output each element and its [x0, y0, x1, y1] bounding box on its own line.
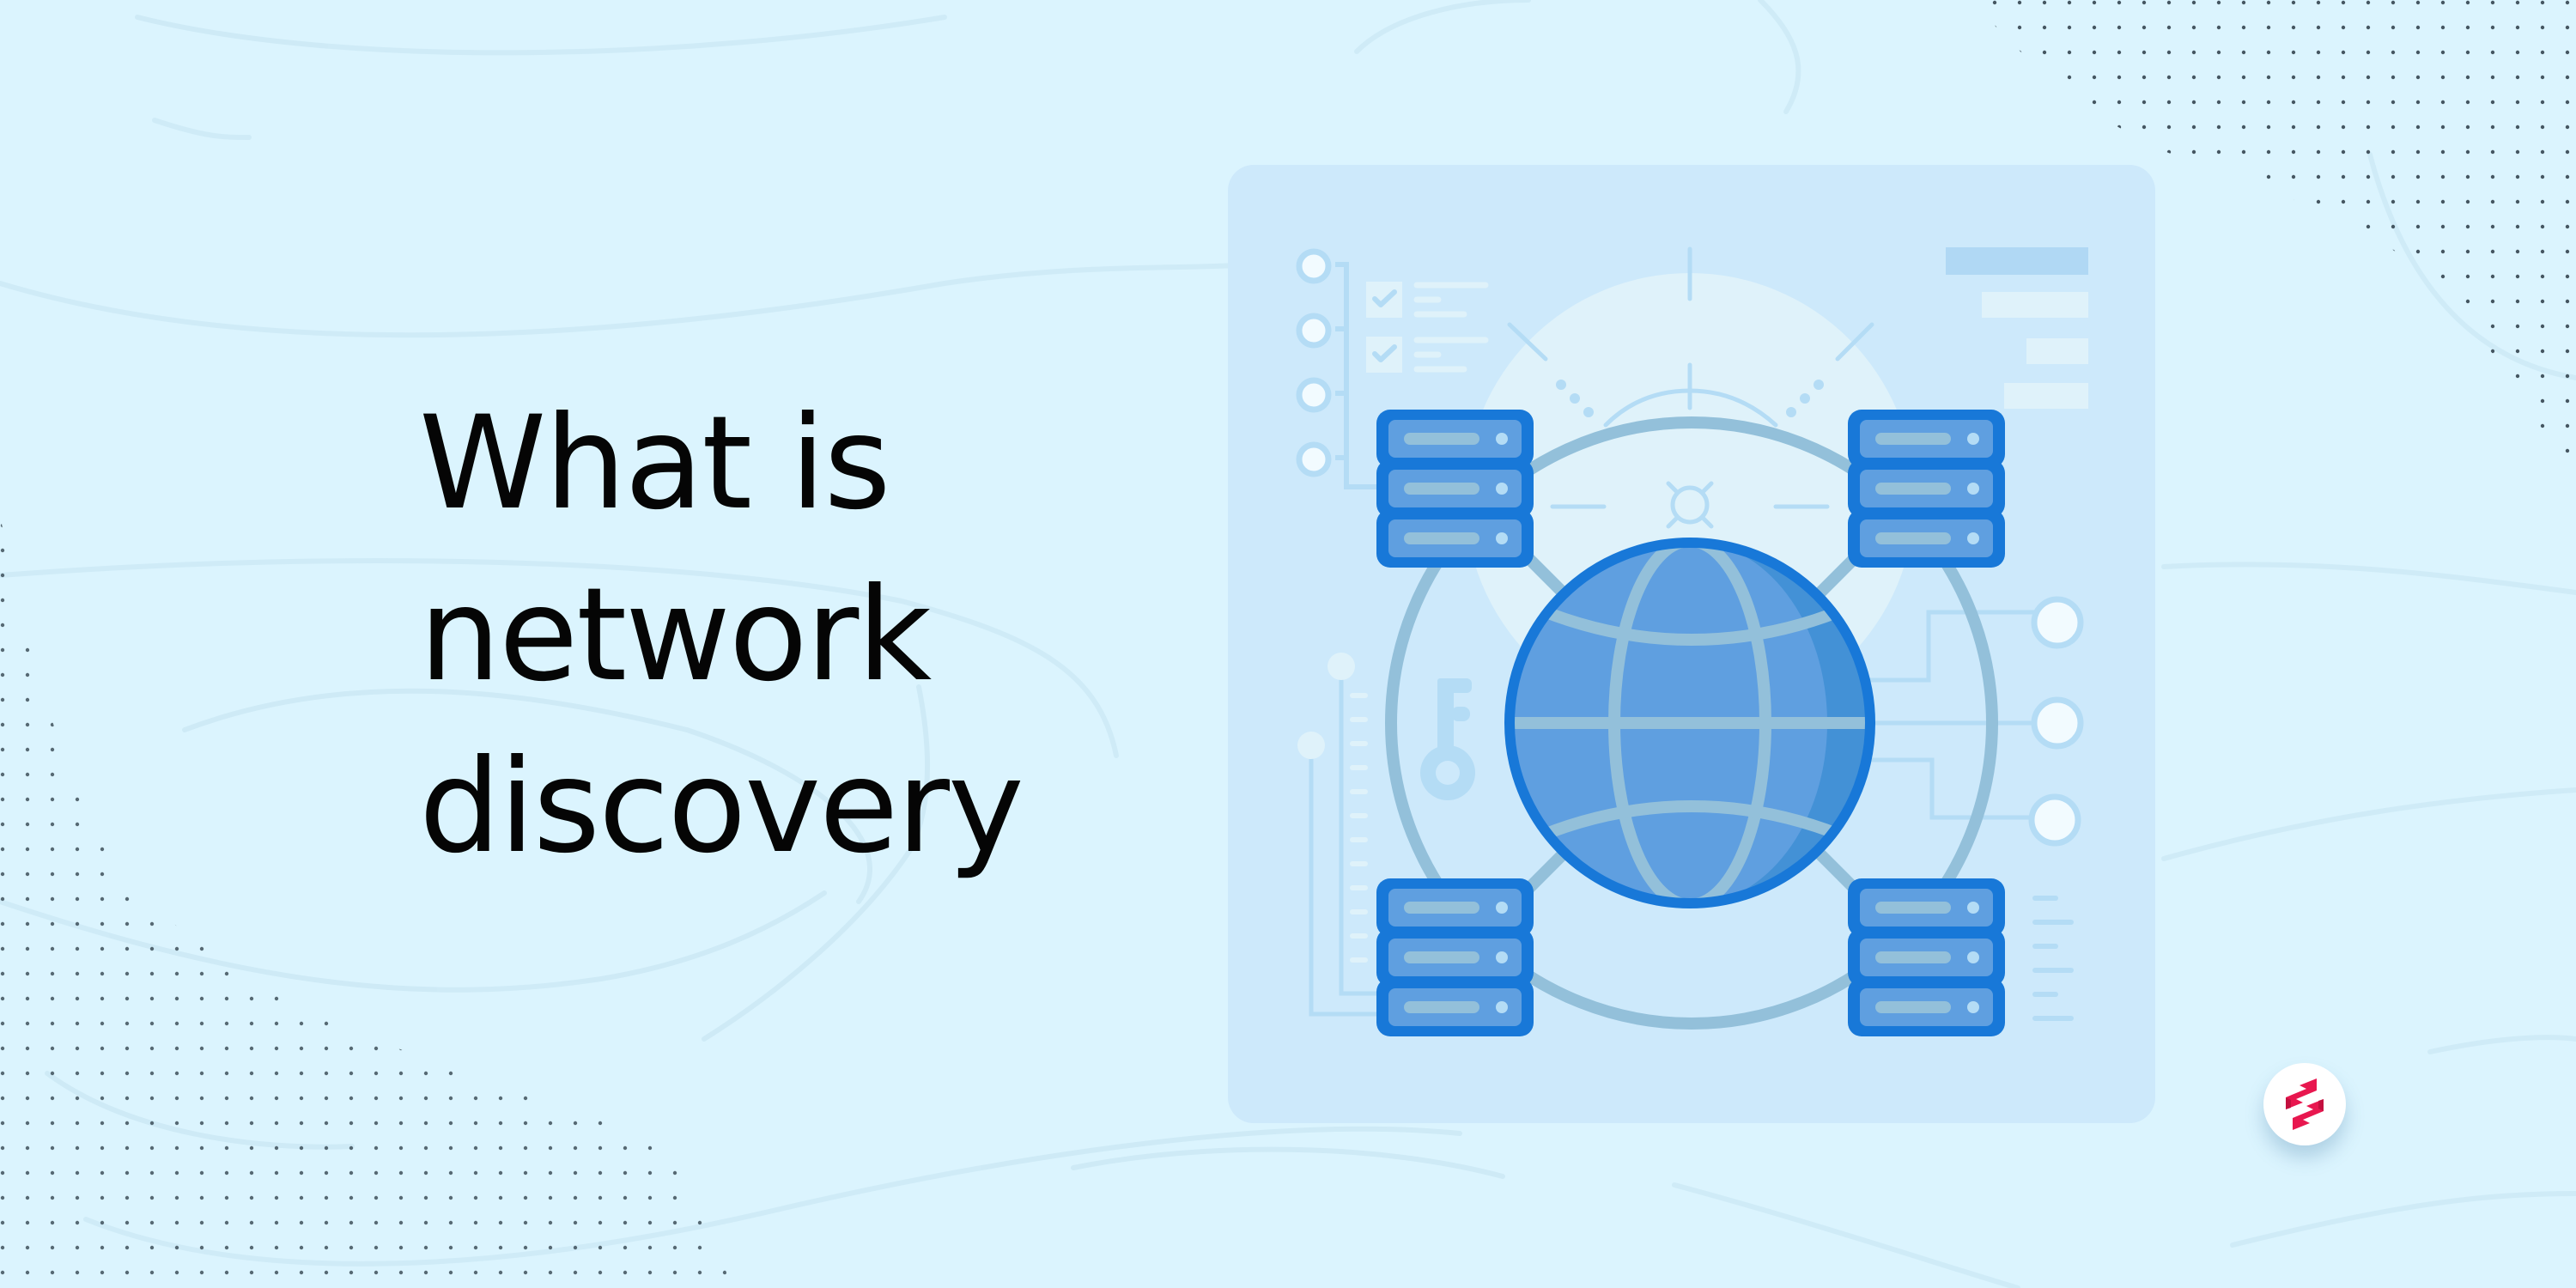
- globe-icon: [1504, 538, 1875, 908]
- key-icon: [1420, 678, 1475, 800]
- network-ring: [1385, 416, 1998, 1030]
- server-rack-icon: [1848, 878, 2005, 1036]
- headline: What is network discovery: [419, 378, 1024, 893]
- headline-line-1: What is: [419, 389, 891, 538]
- brand-logo: [2263, 1063, 2346, 1145]
- server-rack-icon: [1848, 410, 2005, 568]
- server-rack-icon: [1376, 878, 1534, 1036]
- s-logo-icon: [2286, 1078, 2324, 1130]
- headline-line-2: network: [419, 561, 932, 710]
- server-rack-icon: [1376, 410, 1534, 568]
- headline-line-3: discovery: [419, 732, 1024, 882]
